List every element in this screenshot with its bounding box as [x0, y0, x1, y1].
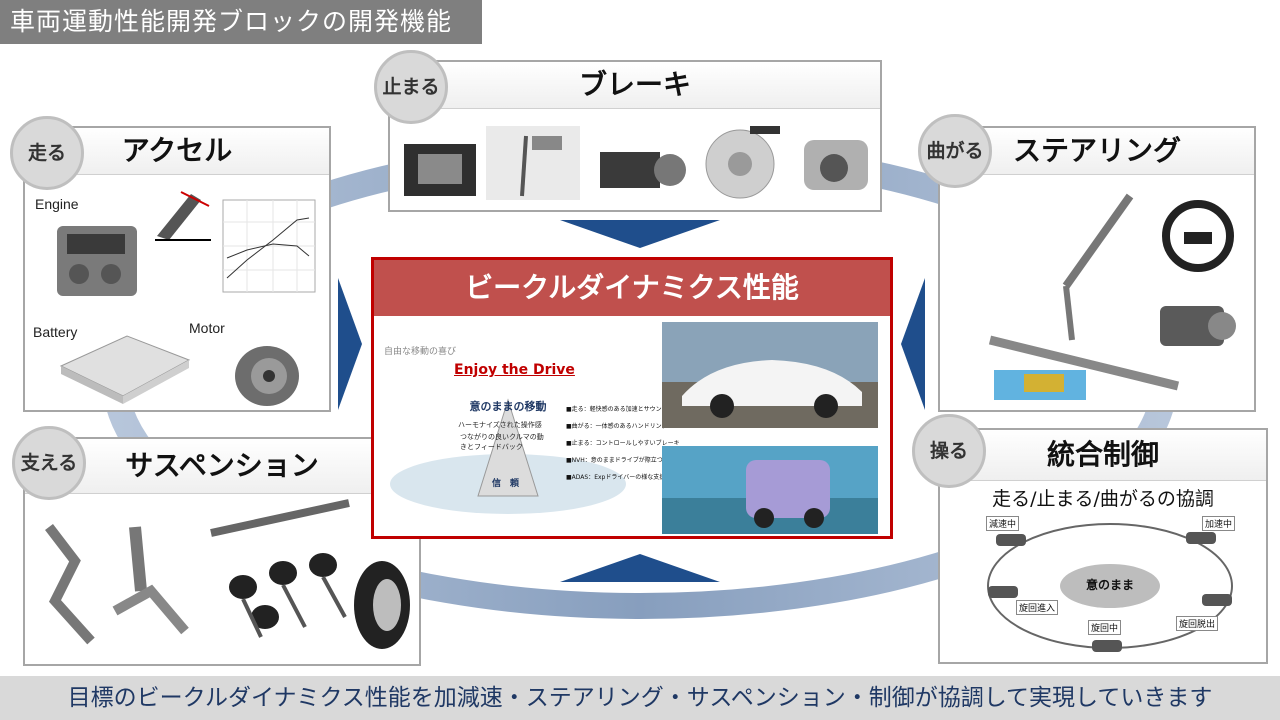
pyramid-line1: ハーモナイズされた操作感	[458, 421, 542, 429]
pyramid-line2: つながりの良いクルマの動きとフィードバック	[460, 433, 544, 451]
control-title: 統合制御	[940, 430, 1266, 481]
steering-wheel-image	[1162, 200, 1234, 272]
tag-turn-in: 旋回進入	[1016, 600, 1059, 615]
pyramid-base: 信 頼	[492, 479, 520, 489]
car-photo-white	[662, 322, 878, 428]
brake-part-image-3	[590, 142, 692, 202]
tire-image	[349, 557, 415, 653]
center-enjoy: Enjoy the Drive	[454, 362, 575, 378]
brake-part-image-1	[400, 140, 480, 200]
control-subtitle: 走る/止まる/曲がるの協調	[992, 488, 1214, 510]
brake-disc-image	[700, 120, 784, 204]
arrow-right	[338, 278, 362, 410]
engine-label: Engine	[35, 196, 79, 212]
arrow-left	[901, 278, 925, 410]
motor-label: Motor	[189, 320, 225, 336]
vehicle-dynamics-box: ビークルダイナミクス性能 自由な移動の喜び Enjoy the Drive 意の…	[371, 257, 893, 539]
car-photo-purple	[662, 446, 878, 534]
brake-panel: ブレーキ	[388, 60, 882, 212]
verb-support: 支える	[12, 426, 86, 500]
bullet-stop: ■止まる：コントロールしやすいブレーキ	[566, 440, 680, 447]
performance-bullets: ■走る：軽快感のある加速とサウンド ■曲がる：一体感のあるハンドリング ■止まる…	[566, 404, 680, 481]
control-center-label: 意のまま	[1085, 578, 1134, 592]
control-panel: 統合制御 走る/止まる/曲がるの協調 意のまま 減速中 加速中 旋回進入 旋回中…	[938, 428, 1268, 664]
pedal-image	[151, 186, 215, 242]
tag-accel: 加速中	[1202, 516, 1236, 531]
verb-operate: 操る	[912, 414, 986, 488]
brake-part-image-2	[486, 126, 580, 200]
bullet-adas: ■ADAS：Expドライバーの様な支援	[566, 474, 666, 481]
air-springs-image	[221, 547, 361, 643]
arrow-down	[560, 220, 720, 248]
control-diagram: 意のまま 減速中 加速中 旋回進入 旋回中 旋回脱出	[980, 516, 1240, 660]
steering-column-image	[974, 190, 1188, 404]
engine-image	[51, 216, 147, 304]
arrow-up	[560, 554, 720, 582]
verb-turn: 曲がる	[918, 114, 992, 188]
bullet-run: ■走る：軽快感のある加速とサウンド	[566, 406, 668, 413]
bullet-nvh: ■NVH：意のままドライブが際立つ	[566, 457, 663, 464]
pyramid-title: 意のままの移動	[469, 400, 547, 413]
verb-stop: 止まる	[374, 50, 448, 124]
susp-title: サスペンション	[25, 439, 419, 494]
brake-caliper-image	[794, 134, 878, 198]
tag-turning: 旋回中	[1088, 620, 1122, 635]
suspension-arm-image-2	[105, 521, 195, 651]
verb-run: 走る	[10, 116, 84, 190]
susp-panel: サスペンション	[23, 437, 421, 666]
brake-title: ブレーキ	[390, 62, 880, 109]
motor-image	[221, 338, 305, 410]
pyramid-graphic: 意のままの移動 ハーモナイズされた操作感 つながりの良いクルマの動きとフィードバ…	[386, 388, 636, 522]
center-title: ビークルダイナミクス性能	[374, 260, 890, 316]
battery-image	[57, 330, 193, 406]
footer-message: 目標のビークルダイナミクス性能を加減速・ステアリング・サスペンション・制御が協調…	[0, 676, 1280, 720]
center-tagline: 自由な移動の喜び	[384, 347, 457, 357]
steer-panel: ステアリング	[938, 126, 1256, 412]
steering-motor-image	[1150, 288, 1240, 358]
suspension-arm-image-1	[35, 521, 115, 651]
power-torque-graph	[217, 196, 323, 302]
damper-image	[205, 497, 355, 537]
tag-decel: 減速中	[986, 516, 1020, 531]
tag-turn-out: 旋回脱出	[1176, 616, 1219, 631]
bullet-turn: ■曲がる：一体感のあるハンドリング	[566, 423, 668, 430]
battery-label: Battery	[33, 324, 78, 340]
steer-title: ステアリング	[940, 128, 1254, 175]
page-title: 車両運動性能開発ブロックの開発機能	[0, 0, 482, 44]
